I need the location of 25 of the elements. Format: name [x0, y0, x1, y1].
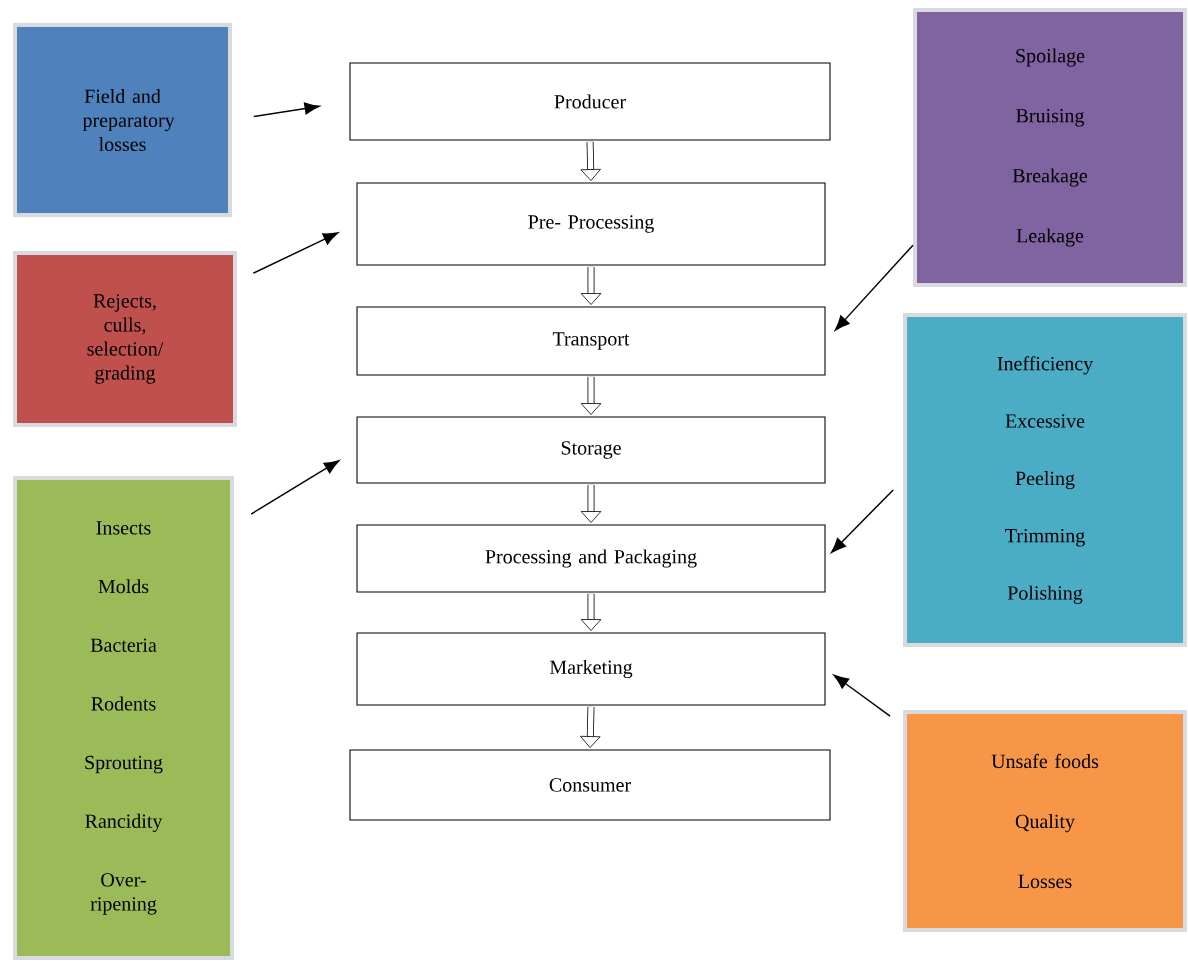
arrow	[252, 232, 339, 274]
hollow-arrow	[580, 593, 602, 631]
loss-box: Spoilage Bruising Breakage Leakage	[913, 8, 1187, 287]
stage-box: Consumer	[349, 749, 831, 821]
hollow-arrow	[580, 484, 602, 523]
stage-box: Producer	[349, 62, 831, 141]
arrow	[833, 674, 891, 717]
hollow-arrow	[580, 141, 601, 181]
arrow	[834, 244, 914, 331]
hollow-arrow	[580, 266, 602, 305]
stage-box: Processing and Packaging	[356, 524, 826, 593]
arrow	[250, 460, 340, 515]
loss-box: Field and preparatory losses	[13, 23, 232, 217]
hollow-arrow	[580, 706, 601, 748]
loss-box: Insects Molds Bacteria Rodents Sprouting Rancidity Over- ripening	[13, 476, 234, 960]
stage-box: Marketing	[356, 632, 826, 706]
loss-box: Inefficiency Excessive Peeling Trimming Polishing	[903, 313, 1187, 647]
loss-box: Unsafe foods Quality Losses	[903, 710, 1187, 932]
stage-box: Transport	[356, 306, 826, 376]
stage-box: Pre- Processing	[356, 182, 826, 266]
arrow	[253, 102, 320, 118]
arrow	[831, 489, 894, 553]
hollow-arrow	[580, 376, 602, 415]
stage-box: Storage	[356, 416, 826, 484]
loss-box: Rejects, culls, selection/ grading	[13, 251, 237, 427]
